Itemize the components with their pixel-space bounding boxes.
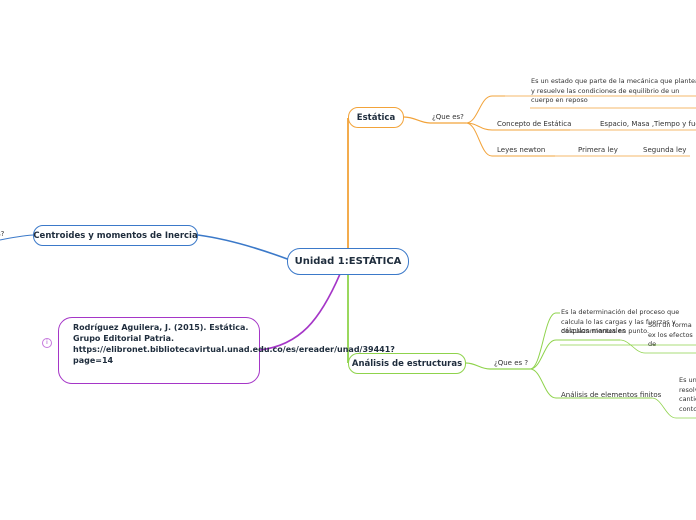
analisis-elementos[interactable]: Análisis de elementos finitos bbox=[561, 391, 662, 399]
central-topic[interactable]: Unidad 1:ESTÁTICA bbox=[287, 248, 409, 275]
topic-analisis[interactable]: Análisis de estructuras bbox=[348, 353, 466, 374]
topic-centroides[interactable]: Centroides y momentos de Inercia bbox=[33, 225, 198, 246]
estatica-concepto-child[interactable]: Espacio, Masa ,Tiempo y fuerza bbox=[600, 120, 696, 128]
analisis-calculos-child[interactable]: Son un forma ex los efectos de bbox=[648, 321, 693, 348]
analisis-definition[interactable]: Es la determinación del proceso que calc… bbox=[561, 308, 680, 335]
link-reference bbox=[259, 273, 341, 351]
estatica-leyes[interactable]: Leyes newton bbox=[497, 146, 546, 154]
link-centroides-left bbox=[0, 234, 34, 241]
analisis-calculos[interactable]: cálculos manuales bbox=[561, 327, 626, 335]
estatica-segunda-ley[interactable]: Segunda ley bbox=[643, 146, 687, 154]
link-centroides bbox=[197, 234, 291, 261]
estatica-concepto[interactable]: Concepto de Estática bbox=[497, 120, 572, 128]
estatica-definition[interactable]: Es un estado que parte de la mecánica qu… bbox=[531, 77, 696, 104]
estatica-que-es[interactable]: ¿Que es? bbox=[432, 113, 464, 121]
analisis-que-es[interactable]: ¿Que es ? bbox=[494, 359, 529, 367]
centroides-cut-text: s? bbox=[0, 230, 5, 238]
topic-estatica[interactable]: Estática bbox=[348, 107, 404, 128]
topic-reference[interactable]: Rodríguez Aguilera, J. (2015). Estática.… bbox=[58, 317, 395, 384]
info-icon[interactable]: i bbox=[42, 338, 52, 348]
estatica-primera-ley[interactable]: Primera ley bbox=[578, 146, 618, 154]
